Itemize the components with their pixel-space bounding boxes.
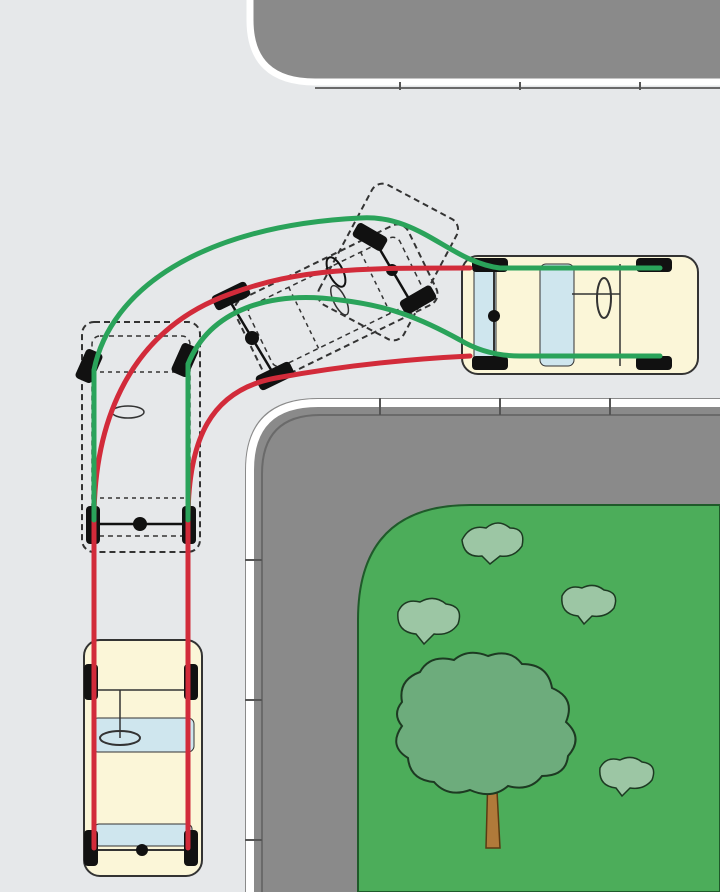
car-windshield xyxy=(91,717,195,753)
car-end-icon xyxy=(461,255,699,375)
tire xyxy=(352,223,388,251)
tire xyxy=(472,356,508,370)
tree-foliage xyxy=(395,651,577,796)
car-body xyxy=(461,255,699,375)
rear-wheel-track xyxy=(91,265,473,851)
tree-icon xyxy=(395,651,577,849)
top-curb xyxy=(246,0,720,86)
car-start-icon xyxy=(83,639,203,877)
top-sidewalk xyxy=(250,0,720,82)
car-rear-window xyxy=(93,823,193,847)
tire xyxy=(399,285,437,315)
steering-wheel-icon xyxy=(99,730,141,746)
corner-curb-inner xyxy=(261,414,720,892)
bush-icon xyxy=(599,756,655,798)
steering-wheel-icon xyxy=(596,277,612,319)
curb-marks xyxy=(245,82,641,841)
corner-curb xyxy=(246,399,720,892)
ghost-car-icon xyxy=(316,182,460,342)
bush-icon xyxy=(397,597,461,646)
tire xyxy=(636,356,672,370)
bush-icon xyxy=(461,522,524,566)
car-body xyxy=(83,639,203,877)
car-windshield xyxy=(539,263,575,367)
bush-icon xyxy=(561,584,617,626)
front-wheel-track xyxy=(91,215,663,523)
